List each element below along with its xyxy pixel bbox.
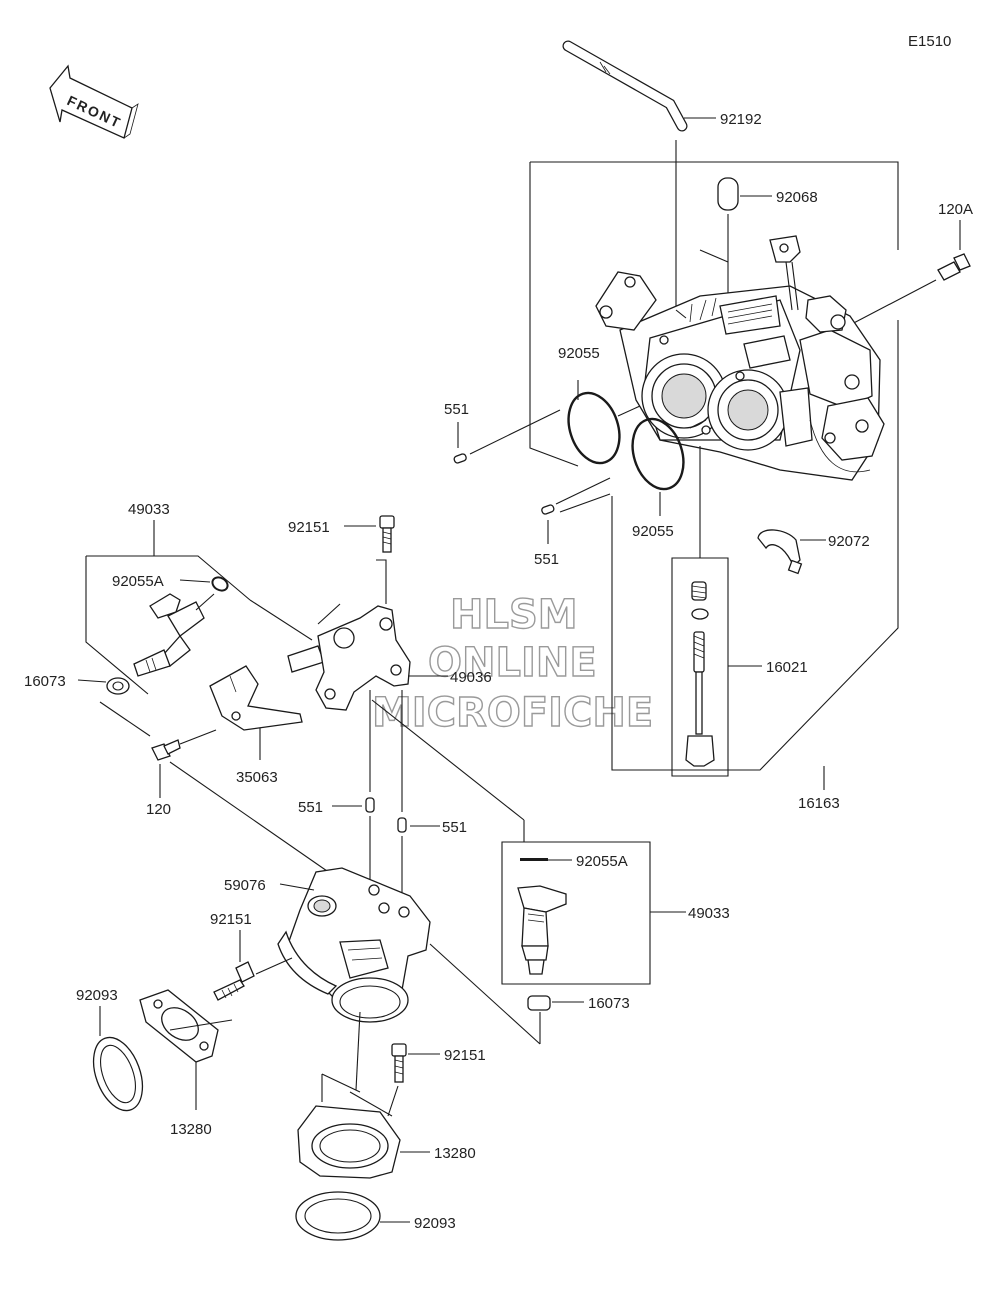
grommet-16073-b	[527, 995, 551, 1011]
callout-49036: 49036	[450, 669, 492, 686]
callout-92068: 92068	[776, 189, 818, 206]
callout-16073-top: 16073	[24, 673, 66, 690]
callout-13280-bottom: 13280	[434, 1145, 476, 1162]
delivery-pipe-49036	[287, 605, 411, 711]
o-ring-92055A-a	[211, 576, 229, 592]
callout-92151-left: 92151	[210, 911, 252, 928]
callout-92093-bottom: 92093	[414, 1215, 456, 1232]
o-ring-92055A-b	[520, 858, 548, 861]
callout-551-a: 551	[444, 401, 469, 418]
assembly-frame-left	[529, 162, 579, 467]
callout-13280-left: 13280	[170, 1121, 212, 1138]
callout-120: 120	[146, 801, 171, 818]
callout-92055-top: 92055	[558, 345, 600, 362]
throttle-housing-59076	[277, 867, 431, 1023]
dowel-pin-551-c	[365, 797, 375, 813]
o-ring-92055-left	[567, 391, 621, 465]
callout-59076: 59076	[224, 877, 266, 894]
callout-551-c: 551	[298, 799, 323, 816]
callout-16163: 16163	[798, 795, 840, 812]
bolt-92151-a	[379, 515, 395, 553]
callout-92055-bottom: 92055	[632, 523, 674, 540]
watermark-line-1: HLSM	[450, 592, 578, 638]
assembly-frame-right	[611, 320, 899, 771]
callout-92151-bottom: 92151	[444, 1047, 486, 1064]
gasket-92093-bottom	[295, 1191, 381, 1241]
callout-49033-top: 49033	[128, 501, 170, 518]
diagram-code: E1510	[908, 33, 951, 50]
bolt-92151-c	[391, 1043, 407, 1083]
callout-49033-bottom: 49033	[688, 905, 730, 922]
hose-92192	[562, 40, 688, 132]
callout-92151-top: 92151	[288, 519, 330, 536]
callout-16073-bottom: 16073	[588, 995, 630, 1012]
flange-13280-left	[139, 989, 219, 1063]
dowel-pin-551-b	[541, 504, 555, 515]
frame-49033-bottom	[501, 841, 651, 985]
watermark: HLSM ONLINE MICROFICHE	[371, 591, 654, 736]
frame-49033-top	[86, 555, 251, 601]
callout-92055A-bottom: 92055A	[576, 853, 628, 870]
dowel-pin-551-a	[453, 453, 467, 464]
callout-92072: 92072	[828, 533, 870, 550]
leader-49036-up	[376, 559, 387, 604]
gasket-92093-left	[92, 1036, 144, 1112]
callout-120A: 120A	[938, 201, 973, 218]
bracket-35063	[209, 665, 303, 731]
callout-35063: 35063	[236, 769, 278, 786]
callout-92093-left: 92093	[76, 987, 118, 1004]
callout-92192: 92192	[720, 111, 762, 128]
fuel-injector-right	[517, 885, 567, 975]
watermark-line-3: MICROFICHE	[372, 690, 653, 736]
cap-92068	[717, 177, 739, 211]
bolt-120	[151, 739, 181, 761]
fuel-injector-left	[133, 593, 205, 677]
callout-551-b: 551	[534, 551, 559, 568]
assembly-frame-top	[530, 161, 899, 250]
frame-16021	[671, 557, 729, 777]
screw-16021	[685, 581, 715, 767]
throttle-body-16163	[595, 235, 885, 481]
frame-49033-left	[85, 556, 149, 695]
flange-13280-bottom	[297, 1105, 401, 1179]
bolt-120A	[937, 253, 971, 281]
clamp-92072	[757, 529, 803, 575]
o-ring-92055-right	[631, 417, 685, 491]
callout-16021: 16021	[766, 659, 808, 676]
bolt-92151-b	[213, 961, 255, 1001]
front-arrow-icon: FRONT	[49, 64, 139, 139]
watermark-line-2: ONLINE	[428, 640, 597, 686]
callout-551-d: 551	[442, 819, 467, 836]
dowel-pin-551-d	[397, 817, 407, 833]
grommet-16073-a	[106, 677, 130, 695]
callout-92055A-top: 92055A	[112, 573, 164, 590]
